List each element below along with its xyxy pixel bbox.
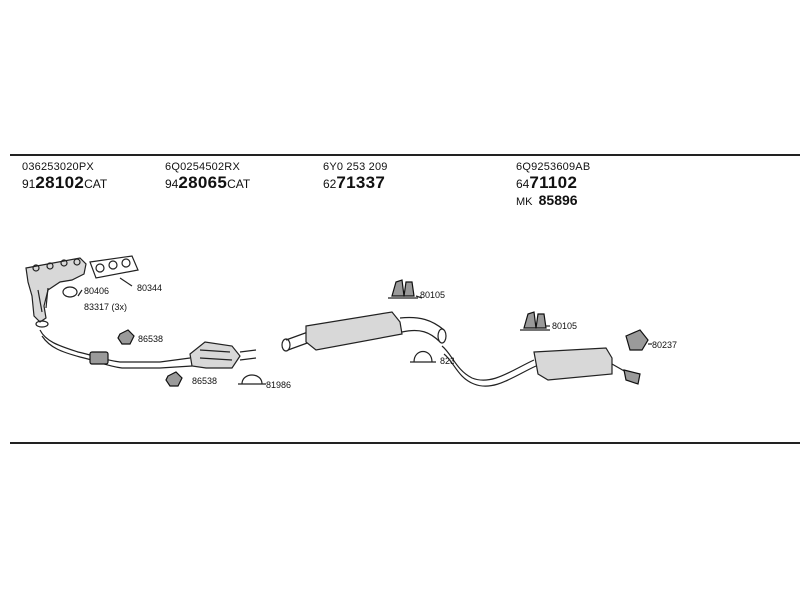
rubber-mount-80105-a: [388, 279, 418, 299]
oe-number: 6Q0254502RX: [165, 161, 240, 173]
leader-lines: [77, 277, 652, 345]
part-number: 6471102: [516, 173, 578, 192]
exhaust-manifold: [25, 257, 87, 323]
label-86538-lower: 86538: [192, 376, 218, 386]
label-80237: 80237: [652, 340, 678, 350]
label-80406: 80406: [84, 286, 110, 296]
label-83317: 83317 (3x): [84, 302, 128, 312]
part-column-1: 036253020PX 9128102CAT: [22, 160, 107, 191]
oe-number: 6Q9253609AB: [516, 161, 591, 173]
clamp-81986: [238, 374, 266, 385]
part-number: 9128102CAT: [22, 173, 108, 192]
manifold-gasket: [89, 255, 139, 279]
label-80344: 80344: [137, 283, 163, 293]
label-80105-a: 80105: [420, 290, 446, 300]
catalytic-converter: [159, 341, 257, 369]
kit-number: MK 85896: [516, 192, 578, 208]
gasket-ring: [62, 286, 78, 298]
front-pipe: [35, 320, 160, 369]
bracket-86538-upper: [117, 329, 135, 345]
rubber-mount-80105-b: [520, 311, 550, 331]
clamp-82306: [410, 350, 436, 363]
hanger-80237: [625, 329, 649, 351]
rear-silencer: [441, 345, 641, 387]
part-number: 9428065CAT: [165, 173, 251, 192]
label-81986: 81986: [266, 380, 292, 390]
bracket-86538-lower: [165, 371, 183, 387]
part-column-2: 6Q0254502RX 9428065CAT: [165, 160, 250, 191]
part-column-4: 6Q9253609AB 6471102 MK 85896: [516, 160, 590, 209]
label-86538-upper: 86538: [138, 334, 164, 344]
label-80105-b: 80105: [552, 321, 578, 331]
bottom-divider-line: [10, 442, 800, 444]
oe-number: 036253020PX: [22, 161, 94, 173]
middle-silencer: [281, 311, 447, 352]
part-number: 6271337: [323, 173, 386, 192]
top-divider-line: [10, 154, 800, 156]
part-column-3: 6Y0 253 209 6271337: [323, 160, 388, 191]
oe-number: 6Y0 253 209: [323, 161, 388, 173]
label-82306: 82306: [440, 356, 454, 366]
